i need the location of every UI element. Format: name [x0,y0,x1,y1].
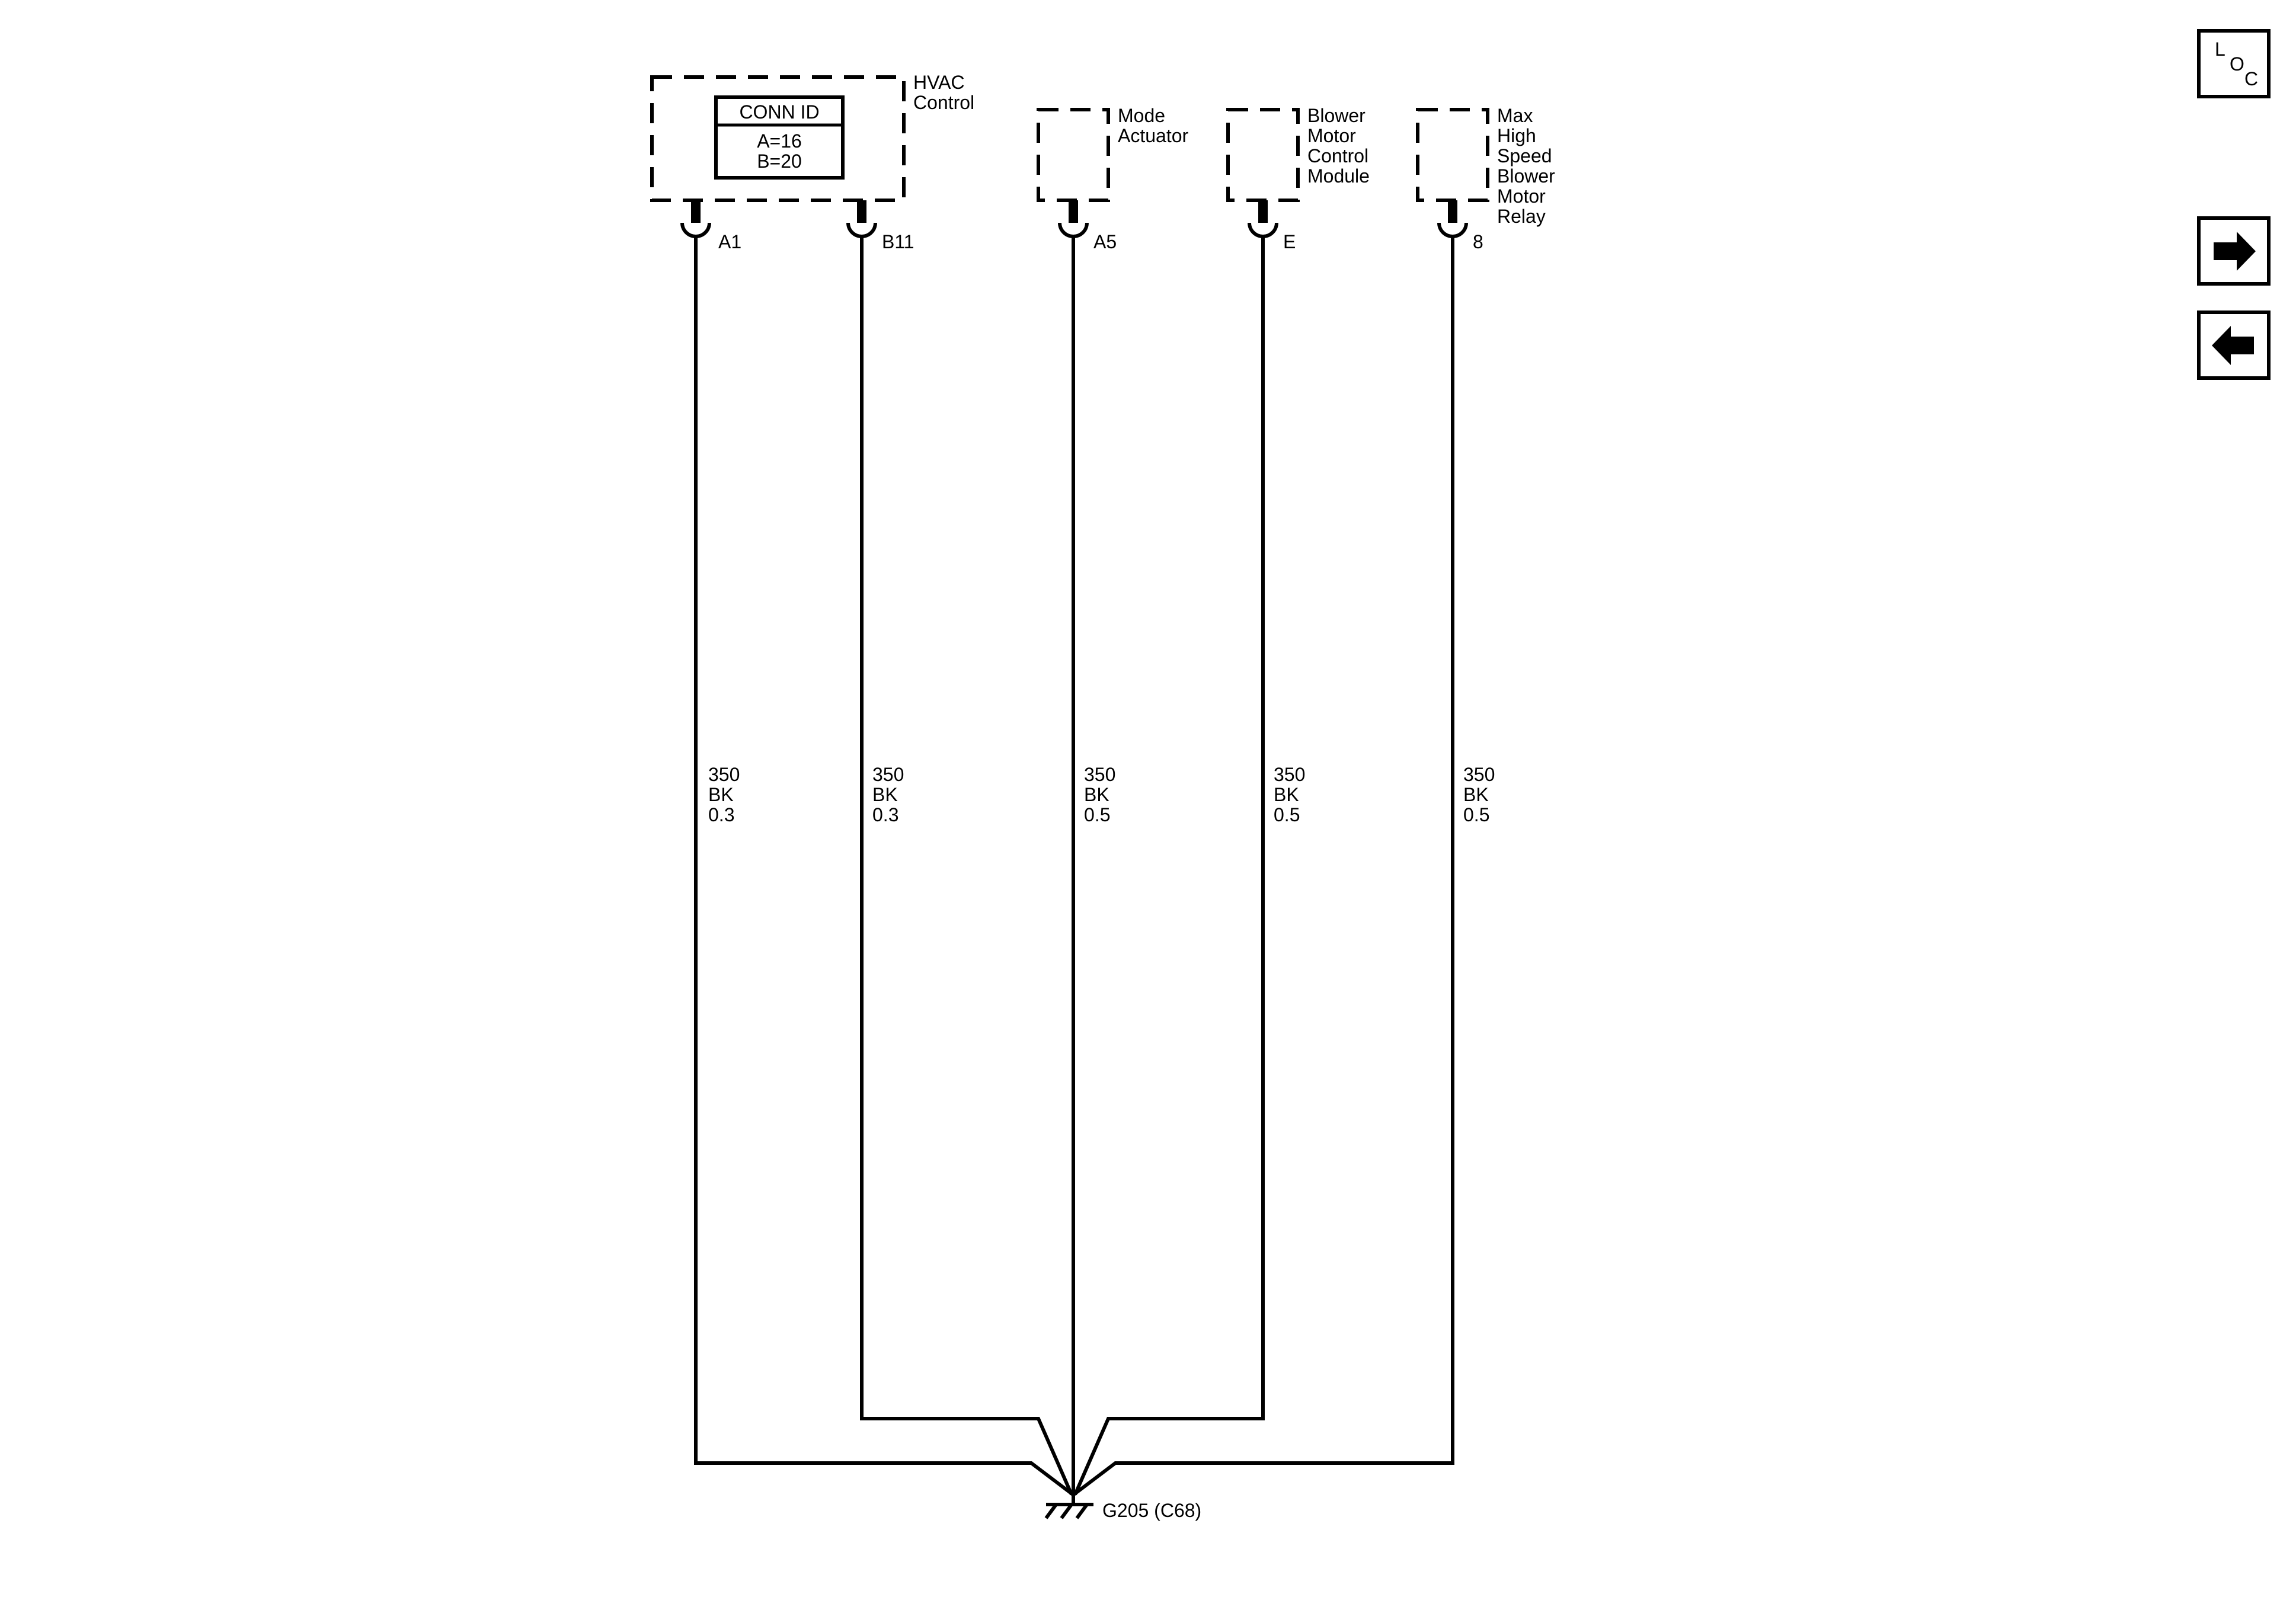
conn-id-line-b: B=20 [757,151,802,172]
wire-b11 [860,236,1073,1496]
relay-name-line5: Motor [1497,185,1546,207]
wire-label-b11: 350 BK 0.3 [872,764,904,825]
hvac-control-name-line1: HVAC [913,72,965,93]
relay-name-line3: Speed [1497,145,1552,167]
bmcm-name-line2: Motor [1307,125,1356,146]
wire-label-a1: 350 BK 0.3 [708,764,740,825]
svg-text:BK: BK [708,784,734,805]
relay-name-line6: Relay [1497,206,1546,227]
forward-button[interactable] [2197,216,2271,286]
ground-icon [1044,1494,1093,1519]
svg-text:0.5: 0.5 [1274,804,1300,825]
terminal-8 [1437,200,1468,238]
svg-text:350: 350 [872,764,904,785]
loc-letter-c: C [2244,68,2258,89]
terminal-e [1248,200,1278,238]
conn-id-box: CONN ID A=16 B=20 [714,95,845,180]
svg-text:350: 350 [1084,764,1115,785]
ground-label: G205 (C68) [1102,1500,1201,1521]
right-arrow-icon [2214,232,2256,271]
loc-button[interactable]: L O C [2197,29,2271,98]
left-arrow-icon [2212,326,2254,365]
pin-label-8: 8 [1473,231,1483,252]
pin-label-a1: A1 [718,231,741,252]
wire-e [1073,236,1265,1496]
wire-label-a5: 350 BK 0.5 [1084,764,1115,825]
relay-dashed-box [1416,108,1489,202]
svg-text:0.5: 0.5 [1084,804,1110,825]
terminal-a5 [1058,200,1089,238]
pin-label-e: E [1283,231,1296,252]
hvac-control-component: HVAC Control CONN ID A=16 B=20 [650,72,974,202]
back-button[interactable] [2197,311,2271,380]
blower-motor-control-module-component: Blower Motor Control Module [1226,105,1370,202]
terminal-a1 [680,200,711,238]
mode-actuator-name-line1: Mode [1118,105,1165,126]
terminal-b11 [846,200,877,238]
relay-name-line4: Blower [1497,165,1555,187]
svg-text:0.3: 0.3 [708,804,734,825]
bmcm-name-line4: Module [1307,165,1370,187]
relay-name-line1: Max [1497,105,1533,126]
loc-letter-l: L [2215,39,2225,60]
svg-text:BK: BK [872,784,898,805]
bmcm-name-line1: Blower [1307,105,1366,126]
mode-actuator-dashed-box [1037,108,1110,202]
bmcm-name-line3: Control [1307,145,1368,167]
wire-8 [1073,236,1454,1496]
bmcm-dashed-box [1226,108,1300,202]
relay-name-line2: High [1497,125,1536,146]
hvac-control-dashed-box [650,75,906,202]
svg-text:0.3: 0.3 [872,804,898,825]
pin-label-b11: B11 [882,231,914,252]
max-high-speed-relay-component: Max High Speed Blower Motor Relay [1416,105,1555,227]
wire-a1 [694,236,1074,1496]
svg-text:0.5: 0.5 [1463,804,1489,825]
svg-text:350: 350 [1463,764,1495,785]
mode-actuator-name-line2: Actuator [1118,125,1189,146]
hvac-control-name-line2: Control [913,92,974,113]
svg-text:350: 350 [708,764,740,785]
pin-label-a5: A5 [1093,231,1117,252]
svg-text:BK: BK [1084,784,1109,805]
wire-label-8: 350 BK 0.5 [1463,764,1495,825]
mode-actuator-component: Mode Actuator [1037,105,1189,202]
svg-text:BK: BK [1463,784,1489,805]
loc-letter-o: O [2230,53,2244,75]
conn-id-title: CONN ID [739,101,819,123]
wire-label-e: 350 BK 0.5 [1274,764,1305,825]
conn-id-line-a: A=16 [757,130,802,152]
svg-text:BK: BK [1274,784,1299,805]
svg-text:350: 350 [1274,764,1305,785]
